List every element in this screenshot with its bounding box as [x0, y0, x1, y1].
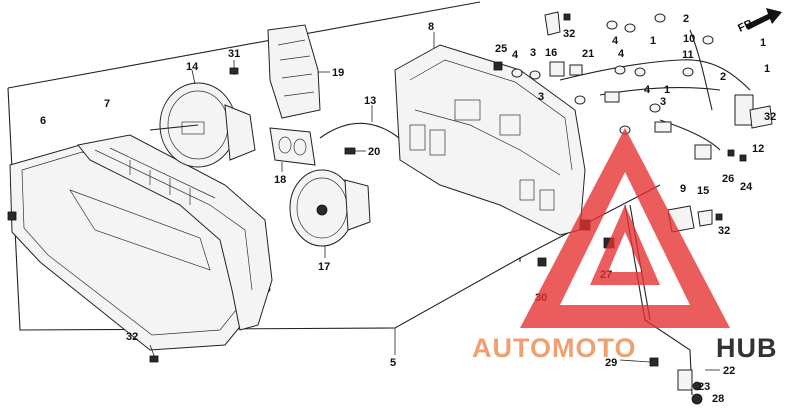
- callout-23: 23: [698, 381, 710, 393]
- callout-2a: 2: [683, 13, 689, 25]
- part-20-bolt: [344, 147, 366, 155]
- callout-28: 28: [712, 393, 724, 405]
- callout-9: 9: [680, 183, 686, 195]
- front-direction-arrow: FR.: [736, 8, 782, 35]
- part-25-nut: [493, 61, 503, 71]
- callout-19: 19: [332, 67, 344, 79]
- callout-8: 8: [428, 21, 434, 33]
- callout-17: 17: [318, 261, 330, 273]
- left-screws: [149, 60, 239, 363]
- callout-20: 20: [368, 146, 380, 158]
- watermark-text-automoto: AUTOMOTO: [472, 333, 637, 363]
- callout-4c: 4: [618, 48, 625, 60]
- callout-4a: 4: [512, 49, 519, 61]
- callout-11: 11: [682, 49, 694, 61]
- part-17-speedometer: [289, 169, 371, 258]
- callout-32a: 32: [563, 28, 575, 40]
- part-14-tachometer: [149, 69, 256, 168]
- callout-1c: 1: [764, 63, 770, 75]
- callout-32b: 32: [764, 111, 776, 123]
- callout-16: 16: [545, 47, 557, 59]
- direction-label: FR.: [736, 16, 757, 34]
- watermark-text: AUTOMOTO HUB: [472, 333, 778, 363]
- part-16-bracket: [544, 11, 571, 36]
- right-side-small-parts: [667, 105, 773, 233]
- part-21-wire-harness: [549, 29, 754, 160]
- callout-12: 12: [752, 143, 764, 155]
- callout-13: 13: [364, 95, 376, 107]
- callout-32c: 32: [718, 225, 730, 237]
- watermark-logo: [520, 128, 730, 328]
- callout-14: 14: [186, 61, 199, 73]
- callout-7: 7: [104, 98, 110, 110]
- part-19-circuit-board: [267, 24, 330, 119]
- callout-1a: 1: [650, 35, 656, 47]
- callout-6: 6: [40, 115, 46, 127]
- callout-2b: 2: [720, 71, 726, 83]
- callout-15: 15: [697, 185, 709, 197]
- callout-3a: 3: [530, 47, 536, 59]
- part-fasteners-bottom: [619, 357, 703, 405]
- callout-31: 31: [228, 48, 240, 60]
- part-7-meter-visor: [77, 134, 273, 331]
- callout-10: 10: [683, 33, 695, 45]
- callout-3c: 3: [660, 96, 666, 108]
- part-bulbs: [511, 13, 714, 135]
- callout-25: 25: [495, 43, 507, 55]
- part-18-indicator-housing: [269, 127, 316, 172]
- callout-29: 29: [605, 357, 617, 369]
- watermark-text-hub: HUB: [716, 333, 778, 363]
- callout-24: 24: [740, 181, 753, 193]
- callout-labels: 6 7 14 31 19 13 20 18 17 8 25 4 3 16 32 …: [40, 13, 776, 405]
- callout-5: 5: [390, 357, 396, 369]
- callout-22: 22: [723, 365, 735, 377]
- callout-26: 26: [722, 173, 734, 185]
- callout-32d: 32: [126, 331, 138, 343]
- callout-21: 21: [582, 48, 594, 60]
- callout-4b: 4: [612, 35, 619, 47]
- callout-1b: 1: [760, 37, 766, 49]
- callout-18: 18: [274, 174, 286, 186]
- callout-4d: 4: [644, 84, 651, 96]
- callout-3b: 3: [538, 91, 544, 103]
- callout-1d: 1: [664, 84, 670, 96]
